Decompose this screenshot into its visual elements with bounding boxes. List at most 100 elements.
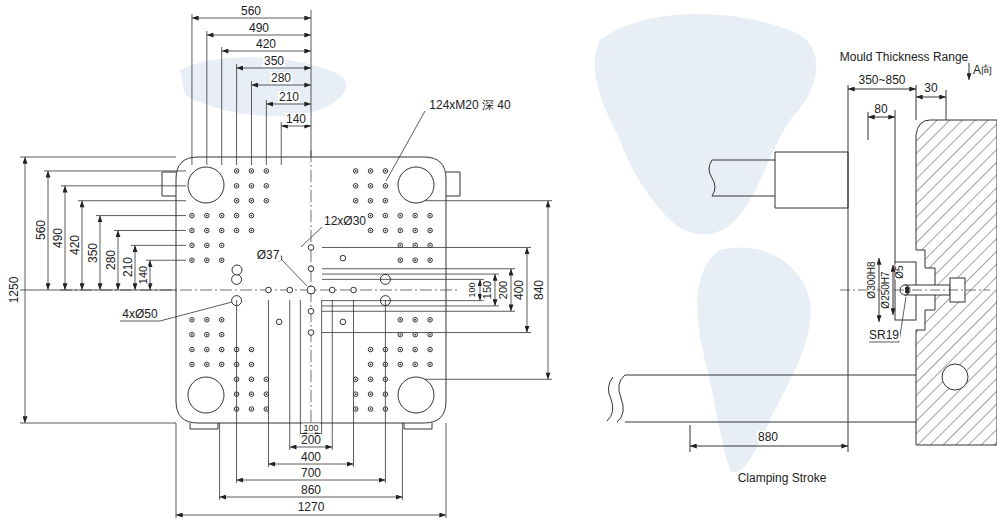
tapped-hole (249, 228, 254, 233)
tapped-hole (413, 213, 418, 218)
tapped-hole (413, 243, 418, 248)
moving-platen (775, 152, 848, 208)
dimension-label: 100 (302, 424, 319, 433)
tapped-hole (249, 377, 254, 382)
tie-bar-hole (398, 377, 434, 413)
tapped-hole-center (236, 200, 238, 202)
tapped-hole (219, 228, 224, 233)
dimension-label: 140 (138, 265, 149, 285)
tapped-hole (398, 228, 403, 233)
tapped-hole (413, 258, 418, 263)
tapped-hole-center (370, 378, 372, 380)
tapped-hole (205, 213, 210, 218)
tapped-hole (413, 228, 418, 233)
tapped-hole-center (221, 230, 223, 232)
dimension-label: 30 (923, 82, 938, 94)
tapped-hole-center (191, 319, 193, 321)
tapped-hole-center (414, 230, 416, 232)
tapped-hole (190, 317, 195, 322)
tapped-hole-center (414, 349, 416, 351)
tapped-hole (368, 198, 373, 203)
tapped-hole-center (429, 349, 431, 351)
tapped-hole (398, 258, 403, 263)
tapped-hole-center (221, 259, 223, 261)
tapped-hole (264, 198, 269, 203)
extension-line (322, 268, 515, 269)
tapped-hole-center (370, 364, 372, 366)
tapped-hole (219, 213, 224, 218)
tapped-hole-center (251, 185, 253, 187)
tapped-hole-center (370, 408, 372, 410)
tapped-hole-center (385, 185, 387, 187)
dimension-label: 280 (270, 72, 292, 84)
tapped-hole-center (355, 200, 357, 202)
dimension-line (290, 447, 333, 448)
dimension-line (281, 126, 311, 127)
tapped-hole (368, 362, 373, 367)
tapped-hole (383, 228, 388, 233)
tapped-hole-center (399, 259, 401, 261)
tapped-hole-center (370, 215, 372, 217)
tapped-hole-center (355, 378, 357, 380)
tapped-hole (205, 317, 210, 322)
tapped-hole-center (236, 185, 238, 187)
dimension-label: 350~850 (857, 74, 906, 86)
tapped-hole (264, 392, 269, 397)
tapped-hole (264, 184, 269, 189)
extension-line (353, 300, 354, 467)
dimension-line (207, 35, 311, 36)
large-hole (232, 265, 242, 275)
tapped-hole (219, 332, 224, 337)
extension-line (146, 260, 186, 261)
dimension-line (237, 480, 386, 481)
extension-line (321, 300, 322, 437)
leader-line (301, 227, 322, 247)
extension-line (402, 423, 403, 500)
tapped-hole-center (191, 215, 193, 217)
extension-line (61, 185, 186, 186)
tapped-hole (398, 317, 403, 322)
extension-line (322, 311, 515, 312)
extension-line (322, 279, 484, 280)
tapped-hole-center (414, 319, 416, 321)
dimension-label: 420 (255, 38, 277, 50)
dimension-line (237, 68, 311, 69)
tapped-hole (190, 362, 195, 367)
tapped-hole (219, 317, 224, 322)
extension-line (322, 247, 531, 248)
tapped-hole (264, 169, 269, 174)
tie-bar (607, 375, 916, 422)
tapped-hole-center (251, 349, 253, 351)
dimension-line (916, 97, 946, 98)
tapped-hole (368, 347, 373, 352)
dimension-line (65, 186, 66, 290)
ejector-hole (287, 287, 293, 293)
dimension-label: 100 (468, 281, 477, 298)
tapped-hole-center (370, 393, 372, 395)
dimension-line (480, 279, 481, 300)
view-label: A向 (972, 64, 994, 76)
extension-line (219, 423, 220, 500)
large-hole (232, 274, 242, 284)
dimension-label: 140 (285, 113, 307, 125)
tapped-hole-center (399, 244, 401, 246)
dimension-lines (20, 10, 552, 518)
ejector-hole (340, 319, 346, 325)
tapped-hole (353, 169, 358, 174)
dimension-label: 350 (263, 55, 285, 67)
tapped-hole (413, 317, 418, 322)
stroke-extension (690, 425, 691, 452)
tapped-hole (398, 243, 403, 248)
tapped-hole-center (355, 393, 357, 395)
tapped-hole-center (399, 230, 401, 232)
dimension-label: 1270 (297, 501, 326, 513)
tapped-hole-center (265, 185, 267, 187)
tapped-hole-center (191, 334, 193, 336)
map-watermark (697, 247, 810, 472)
dimension-line (118, 230, 119, 290)
tapped-hole (353, 198, 358, 203)
tapped-hole-center (385, 170, 387, 172)
tapped-hole-center (414, 364, 416, 366)
